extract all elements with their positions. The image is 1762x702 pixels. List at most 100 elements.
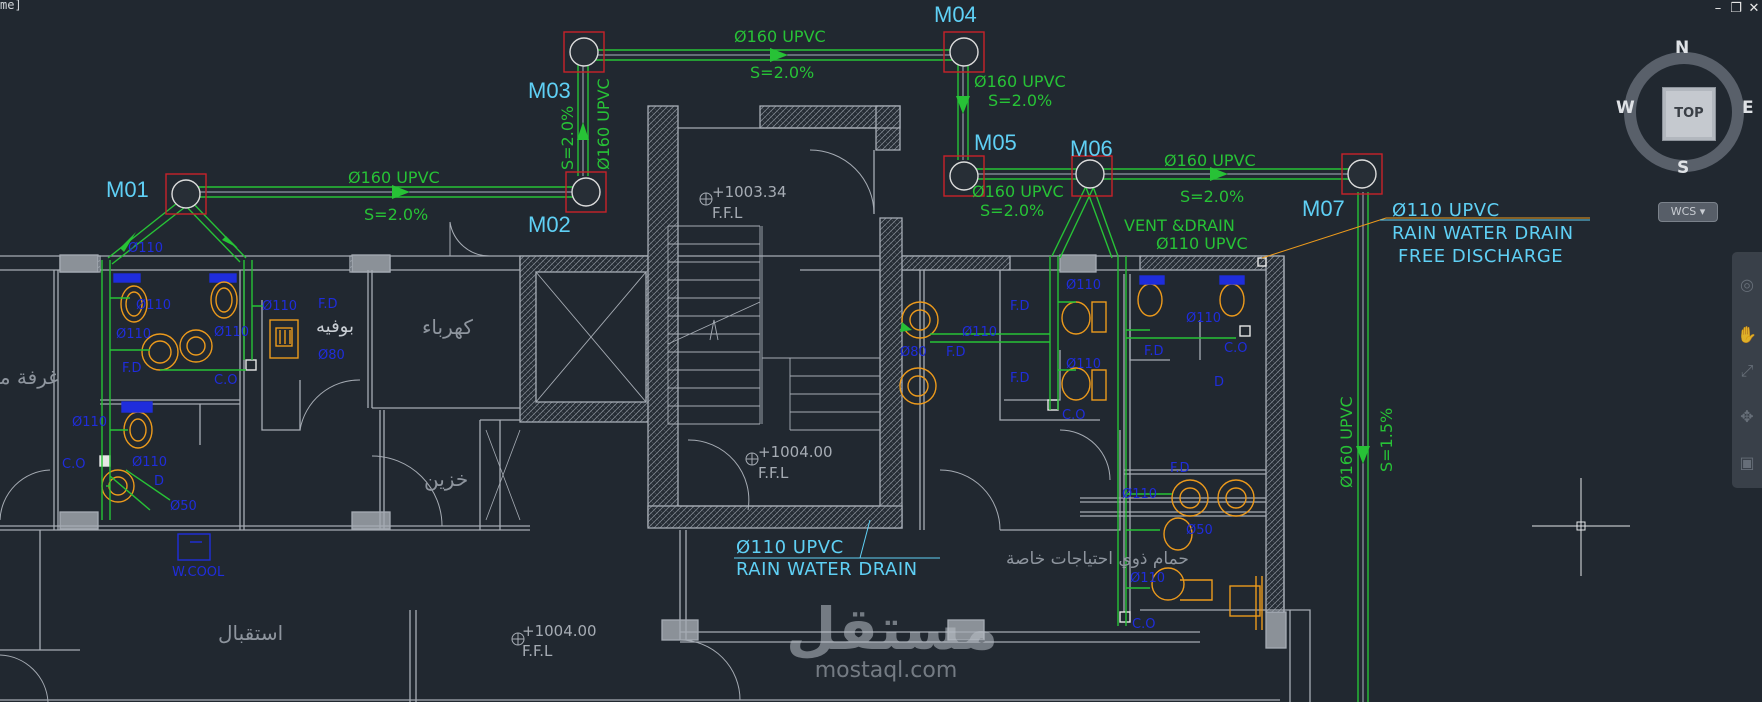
viewcube[interactable]: N S E W TOP xyxy=(1616,38,1762,190)
manhole-label-m04: M04 xyxy=(934,2,977,27)
pipe-slope-m05-m06: S=2.0% xyxy=(980,201,1044,220)
manhole-m02[interactable] xyxy=(565,171,607,213)
room-label-accessible-wc: حمام ذوي احتياجات خاصة xyxy=(1006,549,1189,569)
fixture-size-label: Ø110 xyxy=(136,298,171,313)
room-label-buffet: بوفيه xyxy=(316,316,354,337)
vent-drain-label: VENT &DRAIN xyxy=(1124,216,1235,235)
fixture-size-label: Ø50 xyxy=(170,499,197,514)
pan-icon[interactable]: ✋ xyxy=(1737,325,1757,344)
watermark-logo: مستقل xyxy=(786,595,999,663)
compass-west[interactable]: W xyxy=(1616,98,1635,118)
cleanout-label: C.O xyxy=(1062,408,1085,423)
pipe-size-m05-m06: Ø160 UPVC xyxy=(972,182,1064,201)
room-label-partial: غرفة مـ xyxy=(0,365,59,389)
leader-line xyxy=(1261,217,1590,259)
pipe-size-m02-m03: Ø160 UPVC xyxy=(594,78,613,170)
floor-drain-label: F.D xyxy=(1010,299,1030,314)
manhole-m04[interactable] xyxy=(943,31,985,73)
zoom-extents-icon[interactable]: ⤢ xyxy=(1740,361,1754,380)
pipe-slope-m01-m02: S=2.0% xyxy=(364,205,428,224)
compass-north[interactable]: N xyxy=(1675,38,1690,58)
manhole-m01[interactable] xyxy=(165,173,207,215)
pipe-slope-m03-m04: S=2.0% xyxy=(750,63,814,82)
svg-text:+1003.34: +1003.34 xyxy=(712,183,787,201)
orbit-icon[interactable]: ✥ xyxy=(1740,407,1754,426)
pipe-slope-m07-down: S=1.5% xyxy=(1377,408,1396,472)
room-label-storage: خزين xyxy=(424,467,468,491)
water-cooler-label: W.COOL xyxy=(172,565,225,580)
fixture-size-label: Ø80 xyxy=(900,345,927,360)
cleanout-label: C.O xyxy=(1224,341,1247,356)
manhole-label-m01: M01 xyxy=(106,177,149,202)
rain-drain-free-title: RAIN WATER DRAIN xyxy=(1392,223,1574,244)
fixture-size-label: Ø110 xyxy=(1122,487,1157,502)
level-marker: +1003.34 F.F.L xyxy=(699,183,787,222)
floor-drain-label: F.D xyxy=(946,345,966,360)
level-marker: +1004.00 F.F.L xyxy=(511,622,597,660)
compass-south[interactable]: S xyxy=(1677,158,1690,178)
fixtures-layer xyxy=(99,257,1267,630)
close-button[interactable]: ✕ xyxy=(1748,1,1760,16)
showmotion-icon[interactable]: ▣ xyxy=(1739,453,1755,472)
svg-text:F.F.L: F.F.L xyxy=(712,204,743,222)
ucs-menu-button[interactable]: WCS ▾ xyxy=(1658,202,1718,222)
rain-drain-size: Ø110 UPVC xyxy=(736,537,844,558)
cleanout-label: C.O xyxy=(62,457,85,472)
rain-drain-underline xyxy=(734,519,940,559)
manhole-m06[interactable] xyxy=(1071,155,1113,197)
manhole-label-m03: M03 xyxy=(528,78,571,103)
drain-label: D xyxy=(154,474,164,489)
pipe-size-m06-m07: Ø160 UPVC xyxy=(1164,151,1256,170)
manhole-m07[interactable] xyxy=(1341,153,1383,195)
pipe-slope-m06-m07: S=2.0% xyxy=(1180,187,1244,206)
minimize-button[interactable]: – xyxy=(1714,1,1722,16)
cleanout-label: C.O xyxy=(1132,617,1155,632)
compass-east[interactable]: E xyxy=(1742,98,1754,118)
vent-drain-size: Ø110 UPVC xyxy=(1156,234,1248,253)
rain-drain-title: RAIN WATER DRAIN xyxy=(736,559,918,580)
floor-drain-label: F.D xyxy=(1170,461,1190,476)
restore-button[interactable]: ❐ xyxy=(1730,1,1742,16)
floor-drain-label: F.D xyxy=(1144,344,1164,359)
window-title-fragment: me] xyxy=(0,0,22,12)
fixture-size-label: Ø110 xyxy=(132,455,167,470)
fixture-size-label: Ø110 xyxy=(1066,278,1101,293)
fixture-size-label: Ø110 xyxy=(214,325,249,340)
pipe-size-m01-m02: Ø160 UPVC xyxy=(348,168,440,187)
fixture-size-label: Ø80 xyxy=(318,348,345,363)
manhole-label-m07: M07 xyxy=(1302,196,1345,221)
fixture-size-label: Ø110 xyxy=(1186,311,1221,326)
pipe-size-m07-down: Ø160 UPVC xyxy=(1337,396,1356,488)
rain-drain-free-discharge: FREE DISCHARGE xyxy=(1398,246,1563,267)
manhole-m03[interactable] xyxy=(563,31,605,73)
fixture-size-label: Ø110 xyxy=(72,415,107,430)
cleanout-label: C.O xyxy=(214,373,237,388)
manhole-label-m06: M06 xyxy=(1070,136,1113,161)
fixture-size-label: Ø110 xyxy=(1066,357,1101,372)
level-marker: +1004.00 F.F.L xyxy=(745,443,833,482)
fixture-size-label: Ø110 xyxy=(262,299,297,314)
manholes-layer xyxy=(165,31,1383,215)
drain-label: D xyxy=(1214,375,1224,390)
svg-text:+1004.00: +1004.00 xyxy=(522,622,597,640)
pipe-slope-m02-m03: S=2.0% xyxy=(558,106,577,170)
viewcube-top-face[interactable]: TOP xyxy=(1662,87,1716,141)
pipe-network xyxy=(101,48,1370,702)
manhole-label-m05: M05 xyxy=(974,130,1017,155)
steering-wheel-icon[interactable]: ◎ xyxy=(1740,275,1754,294)
watermark: مستقل mostaql.com xyxy=(786,595,999,683)
manhole-label-m02: M02 xyxy=(528,212,571,237)
navigation-bar: ◎ ✋ ⤢ ✥ ▣ xyxy=(1732,252,1762,488)
svg-text:F.F.L: F.F.L xyxy=(758,464,789,482)
branch-size-m01: Ø110 xyxy=(128,241,163,256)
room-label-electric: كهرباء xyxy=(422,315,473,339)
fixture-size-label: Ø110 xyxy=(116,327,151,342)
room-label-reception: استقبال xyxy=(218,621,283,645)
fixture-size-label: Ø110 xyxy=(1130,571,1165,586)
svg-text:F.F.L: F.F.L xyxy=(522,642,553,660)
floor-drain-label: F.D xyxy=(122,361,142,376)
manhole-m05[interactable] xyxy=(943,155,985,197)
svg-text:+1004.00: +1004.00 xyxy=(758,443,833,461)
